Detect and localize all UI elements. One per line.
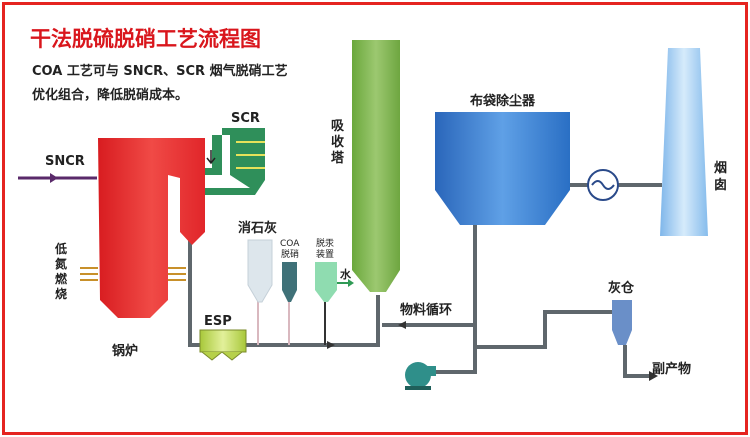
water-arrow-icon: [348, 279, 354, 287]
esp-to-absorber-pipe: [245, 295, 380, 347]
flow-arrow-icon: [327, 341, 335, 349]
scr-label: SCR: [231, 111, 260, 126]
chimney-label-2: 囱: [714, 177, 727, 193]
low-nox-label-1: 低: [54, 241, 67, 256]
subtitle-line-2: 优化组合，降低脱硝成本。: [32, 87, 188, 103]
low-nox-label-3: 燃: [55, 271, 68, 286]
absorber-label-3: 塔: [331, 150, 345, 166]
lime-silo: [247, 239, 273, 303]
burners: [80, 267, 186, 281]
byproduct-label: 副产物: [652, 361, 691, 377]
hg-label-2: 装置: [316, 248, 334, 260]
absorber-label-1: 吸: [331, 119, 345, 134]
low-nox-label-4: 烧: [55, 286, 67, 301]
sncr-label: SNCR: [45, 154, 85, 169]
recirc-arrow-icon: [398, 321, 406, 329]
hg-label-1: 脱汞: [316, 237, 334, 249]
fan-base: [405, 386, 431, 390]
scr-catalyst-layers: [236, 141, 265, 169]
ash-silo: [612, 300, 632, 345]
absorber-tower: [352, 40, 400, 292]
ammonia-arrow-icon: [206, 150, 216, 165]
ash-pipe: [475, 310, 614, 349]
coa-label-1: COA: [280, 239, 300, 249]
low-nox-label-2: 氮: [55, 256, 67, 271]
coa-silo: [282, 262, 297, 302]
fan-outlet: [418, 366, 436, 376]
absorber-label-2: 收: [331, 134, 345, 150]
additive-lines: [257, 300, 290, 345]
lime-label: 消石灰: [238, 220, 277, 236]
coa-label-2: 脱硝: [281, 248, 299, 260]
recirculation-label: 物料循环: [400, 302, 452, 318]
boiler-to-esp-pipe: [188, 240, 200, 347]
boiler: [98, 138, 205, 318]
boiler-label: 锅炉: [112, 343, 138, 359]
byproduct-arrow-icon: [649, 371, 658, 381]
baghouse: [435, 112, 570, 225]
water-label: 水: [340, 267, 352, 281]
byproduct-pipe: [623, 345, 650, 378]
chimney-label-1: 烟: [714, 161, 727, 176]
scr-reactor: [205, 128, 265, 195]
esp-hoppers: [201, 351, 243, 361]
fan-blade-icon: [591, 180, 615, 190]
subtitle-line-1: COA 工艺可与 SNCR、SCR 烟气脱硝工艺: [32, 63, 288, 79]
sncr-arrow-icon: [50, 173, 58, 183]
esp-unit: [199, 329, 247, 353]
baghouse-outlet-pipe: [435, 225, 477, 374]
pipes: [188, 183, 662, 378]
ash-silo-label: 灰仓: [608, 280, 635, 296]
hg-removal-silo: [315, 262, 337, 302]
esp-label: ESP: [204, 314, 232, 329]
baghouse-label: 布袋除尘器: [470, 93, 536, 109]
diagram-title: 干法脱硫脱硝工艺流程图: [30, 27, 261, 51]
chimney: [660, 48, 708, 236]
